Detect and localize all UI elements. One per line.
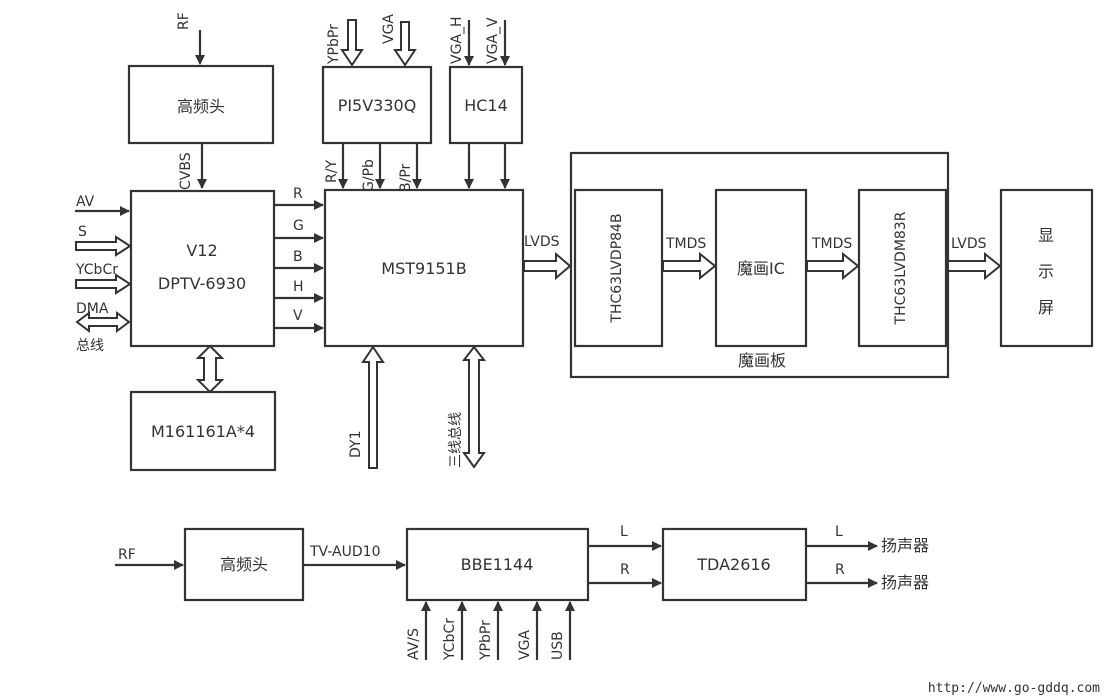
display-char-2: 示 [1038, 262, 1054, 281]
av-label: AV [76, 194, 95, 210]
ypbpr-in-label: YPbPr [326, 24, 342, 65]
ycbcr-bus-arrow [75, 273, 132, 295]
av-s-label: AV/S [406, 628, 422, 660]
mohua-board-label: 魔画板 [738, 351, 786, 370]
tmds1-label: TMDS [665, 236, 706, 252]
vga-bus-arrow [393, 21, 417, 67]
speaker2-label: 扬声器 [881, 573, 929, 592]
tv-aud-label: TV-AUD10 [309, 544, 380, 560]
h-label: H [293, 279, 304, 295]
ycbcr-label: YCbCr [75, 262, 118, 278]
rf-bottom-label: RF [118, 547, 136, 563]
dma-bus-arrow [75, 311, 131, 333]
lvds1-label: LVDS [524, 234, 560, 250]
three-wire-label: 三线总线 [448, 412, 464, 468]
display-char-3: 屏 [1038, 298, 1054, 317]
tuner-bottom-block [183, 527, 305, 602]
pi5v330q-label: PI5V330Q [338, 96, 417, 115]
lvds2-label: LVDS [951, 236, 987, 252]
lvds2-bus-arrow [947, 251, 1002, 281]
vga2-label: VGA [517, 630, 533, 660]
cvbs-label: CVBS [178, 152, 194, 190]
l-in-label: L [620, 524, 628, 540]
vga-h-label: VGA_H [449, 16, 465, 64]
tda-label: TDA2616 [696, 555, 770, 574]
dy1-bus-arrow [361, 345, 385, 469]
tda2616-block [661, 527, 808, 602]
dptv-label: DPTV-6930 [158, 274, 246, 293]
mst9151b-block [323, 188, 525, 348]
v12-label: V12 [186, 241, 217, 260]
hc14-block [448, 65, 524, 145]
pi5v330q-block [321, 65, 433, 145]
rf-top-label: RF [176, 12, 192, 30]
ycbcr2-label: YCbCr [442, 618, 458, 661]
v12-dptv-block [129, 189, 276, 348]
gpb-label: G/Pb [361, 159, 377, 192]
thc-rx-block [857, 188, 948, 348]
m16-label: M161161A*4 [151, 422, 255, 441]
ry-label: R/Y [324, 160, 340, 183]
three-wire-bus-arrow [461, 345, 487, 469]
r-label: R [293, 186, 303, 202]
vga-in-label: VGA [381, 14, 397, 44]
dy1-label: DY1 [348, 431, 364, 458]
v-label: V [293, 308, 303, 324]
r-in-label: R [620, 562, 630, 578]
dma-bus-label: 总线 [76, 338, 104, 354]
speaker1-label: 扬声器 [881, 536, 929, 555]
tmds2-bus-arrow [806, 251, 860, 281]
bbe-label: BBE1144 [461, 555, 534, 574]
mohua-ic-label: 魔画IC [737, 259, 785, 278]
s-label: S [78, 224, 87, 240]
tuner-bottom-label: 高频头 [220, 555, 268, 574]
ypbpr-bus-arrow [340, 19, 364, 67]
tmds2-label: TMDS [811, 236, 852, 252]
l-out-label: L [835, 524, 843, 540]
thc-rx-label: THC63LVDM83R [893, 211, 909, 325]
vga-v-label: VGA_V [485, 17, 501, 64]
bbe1144-block [405, 527, 590, 602]
r-out-label: R [835, 562, 845, 578]
tuner-top-label: 高频头 [177, 97, 225, 116]
usb-label: USB [550, 631, 566, 660]
m16-block [129, 390, 277, 472]
g-label: G [293, 218, 304, 234]
mst-label: MST9151B [381, 259, 466, 278]
display-block [999, 188, 1094, 348]
dma-label: DMA [76, 301, 109, 317]
footer-url: http://www.go-gddq.com [927, 681, 1100, 696]
lvds1-bus-arrow [523, 251, 572, 281]
hc14-label: HC14 [464, 96, 508, 115]
bpr-label: B/Pr [398, 163, 414, 192]
thc-tx-label: THC63LVDP84B [609, 213, 625, 323]
memory-bus-arrow [195, 344, 225, 394]
tmds1-bus-arrow [662, 251, 717, 281]
b-label: B [293, 249, 303, 265]
s-bus-arrow [75, 235, 132, 257]
mohua-ic-block [714, 188, 808, 348]
ypbpr2-label: YPbPr [478, 620, 494, 661]
display-char-1: 显 [1038, 226, 1054, 245]
